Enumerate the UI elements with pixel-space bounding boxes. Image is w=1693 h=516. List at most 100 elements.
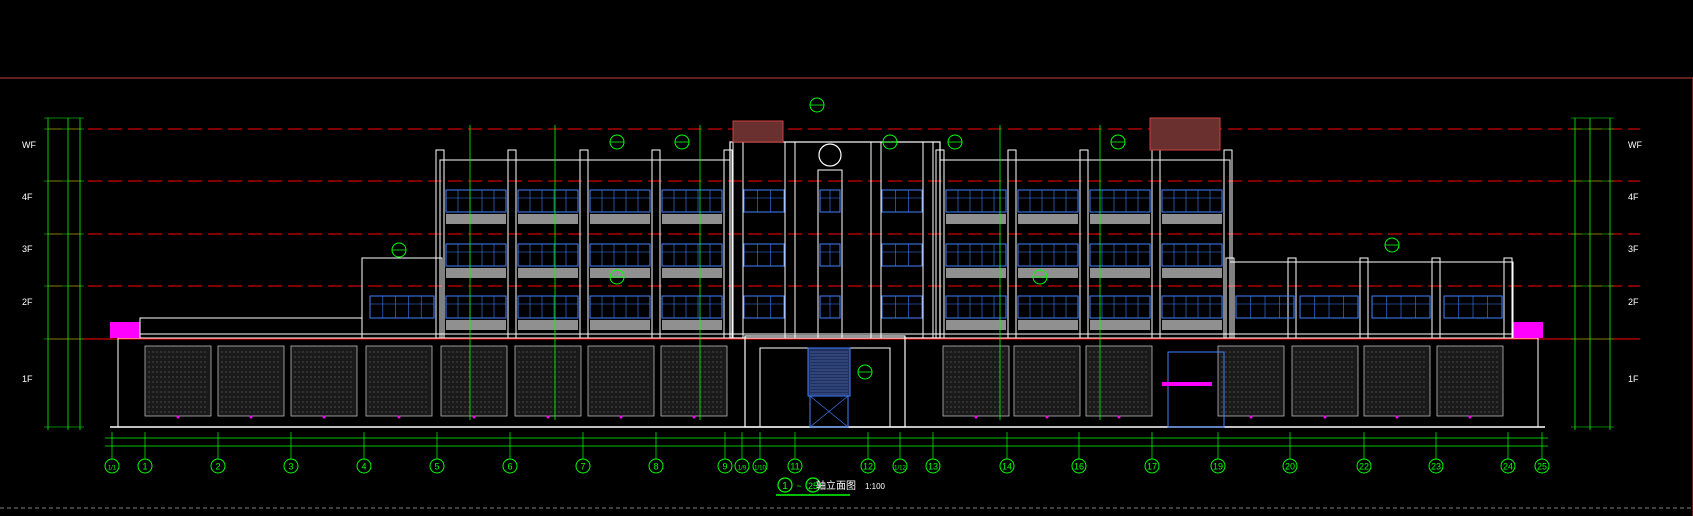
window-band: [881, 189, 923, 213]
window-band: [1089, 295, 1151, 319]
storefront-bay: [365, 345, 433, 419]
storefront-panel: [144, 345, 212, 417]
chimney-right: [1149, 117, 1221, 151]
axis-bubble: [283, 458, 299, 474]
floor-label: 1F: [1628, 374, 1639, 384]
storefront-panel: [440, 345, 508, 417]
window-band: [1089, 189, 1151, 213]
axis-bubble: [104, 458, 120, 474]
spandrel-panel: [946, 214, 1006, 224]
storefront-bay: [144, 345, 212, 419]
window-band: [945, 189, 1007, 213]
window-band: [1017, 189, 1079, 213]
storefront-bay: [1436, 345, 1504, 419]
storefront-bay: [942, 345, 1010, 419]
panel-marker: [974, 415, 978, 419]
axis-bubble: [648, 458, 664, 474]
axis-bubble: [1210, 458, 1226, 474]
tower-emblem: [818, 143, 842, 167]
pilaster: [507, 149, 517, 339]
axis-label: 6: [507, 462, 512, 472]
floor-label: WF: [22, 140, 36, 150]
door-swing: [809, 395, 849, 428]
dimension-lines: [44, 97, 1614, 447]
spandrel-panel: [1162, 320, 1222, 330]
panel-marker: [619, 415, 623, 419]
spandrel-panel: [590, 268, 650, 278]
axis-bubble: [429, 458, 445, 474]
main-entrance: [744, 335, 906, 428]
spandrel-panel: [590, 214, 650, 224]
window-band: [445, 189, 507, 213]
pilaster: [723, 149, 733, 339]
side-door-canopy: [1162, 382, 1212, 386]
pilaster: [651, 149, 661, 339]
left-wing-2f: [139, 257, 443, 339]
drawing-title-block: 1 ~ 25 轴立面图 1:100: [776, 477, 886, 496]
window-band: [589, 189, 651, 213]
storefront-panel: [1436, 345, 1504, 417]
floor-level-lines: [48, 128, 1640, 340]
axis-bubble: [1071, 458, 1087, 474]
storefront-bay: [290, 345, 358, 419]
storefront-bay: [514, 345, 582, 419]
axis-label: 8: [653, 462, 658, 472]
axis-label: 5: [434, 462, 439, 472]
axis-bubble: [137, 458, 153, 474]
axis-label: 1/10: [754, 466, 766, 472]
right-main-block: [935, 117, 1233, 339]
window-band: [445, 295, 507, 319]
axis-bubble: [734, 458, 750, 474]
title-start-label: 1: [782, 481, 788, 492]
podium-cap-left: [110, 322, 140, 338]
axis-label: 24: [1503, 462, 1513, 472]
title-end-bubble: [805, 477, 821, 493]
axis-bubble: [575, 458, 591, 474]
axis-bubble: [1500, 458, 1516, 474]
axis-bubble: [787, 458, 803, 474]
pilaster: [579, 149, 589, 339]
axis-label: 12: [863, 462, 873, 472]
axis-bubble: [717, 458, 733, 474]
pilaster: [1359, 257, 1369, 339]
right-wing-2f: [1225, 257, 1514, 339]
panel-marker: [1117, 415, 1121, 419]
spandrel-panel: [1162, 214, 1222, 224]
spandrel-panel: [1162, 268, 1222, 278]
storefront-panel: [660, 345, 728, 417]
pilaster: [1225, 257, 1235, 339]
panel-marker: [397, 415, 401, 419]
floor-label: 2F: [1628, 297, 1639, 307]
panel-marker: [322, 415, 326, 419]
left-main-block: [435, 149, 733, 339]
window-band: [881, 295, 923, 319]
tower-shaft: [817, 169, 843, 339]
scale-text: 1:100: [865, 482, 886, 491]
pilaster: [935, 149, 945, 339]
axis-label: 1/12: [894, 466, 906, 472]
window-band: [1017, 243, 1079, 267]
axis-bubble: [1428, 458, 1444, 474]
panel-marker: [1395, 415, 1399, 419]
title-text: 轴立面图: [816, 479, 856, 492]
building-elevation: [110, 117, 1545, 428]
storefront-bay: [1085, 345, 1153, 419]
window-band: [517, 295, 579, 319]
window-band: [743, 189, 785, 213]
floor-label: 4F: [22, 192, 33, 202]
pilaster: [435, 149, 445, 339]
axis-bubble: [925, 458, 941, 474]
panel-marker: [472, 415, 476, 419]
axis-bubble: [1534, 458, 1550, 474]
axis-bubble: [356, 458, 372, 474]
right-wing-outline: [1229, 261, 1514, 339]
floor-label: 2F: [22, 297, 33, 307]
axis-label: 16: [1074, 462, 1084, 472]
panel-marker: [176, 415, 180, 419]
storefront-bay: [217, 345, 285, 419]
axis-label: 20: [1285, 462, 1295, 472]
spandrel-panel: [1090, 268, 1150, 278]
podium-cap-right: [1513, 322, 1543, 338]
